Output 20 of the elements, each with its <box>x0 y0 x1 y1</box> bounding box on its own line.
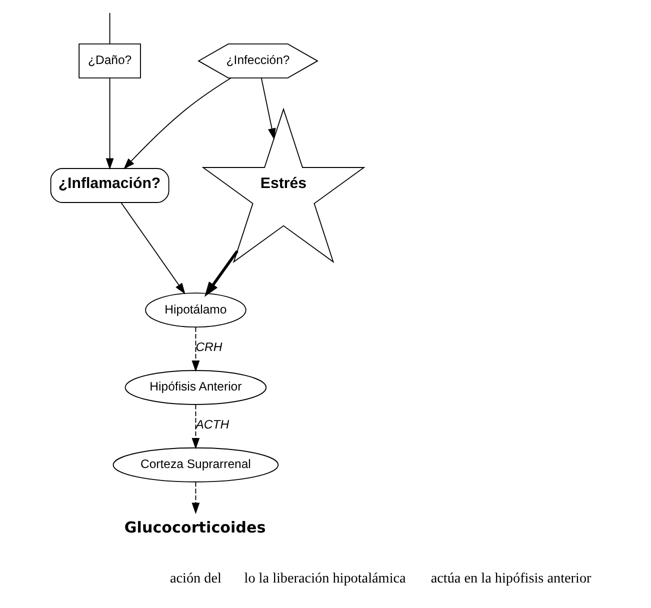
arrow <box>105 78 114 170</box>
node-ellipse: Hipófisis Anterior <box>124 370 266 405</box>
label: actúa en la hipófisis anterior <box>430 570 591 586</box>
arrow <box>123 78 231 170</box>
node-box: ¿Daño? <box>78 43 140 78</box>
arrow <box>191 482 200 514</box>
node-text: Glucocorticoides <box>124 518 266 537</box>
node-ellipse: Corteza Suprarrenal <box>112 447 278 482</box>
connector <box>108 12 110 44</box>
edge-label: CRH <box>195 340 222 354</box>
arrow <box>260 78 276 140</box>
arrow <box>120 202 185 294</box>
node-ellipse: Hipotálamo <box>144 292 246 328</box>
arrow <box>191 326 200 372</box>
arrow <box>204 250 238 297</box>
label: ación del <box>169 570 221 586</box>
edge-label: ACTH <box>195 417 229 432</box>
node-box: ¿Inflamación? <box>50 168 169 203</box>
label: lo la liberación hipotalámica <box>244 570 406 586</box>
arrow <box>191 404 200 450</box>
